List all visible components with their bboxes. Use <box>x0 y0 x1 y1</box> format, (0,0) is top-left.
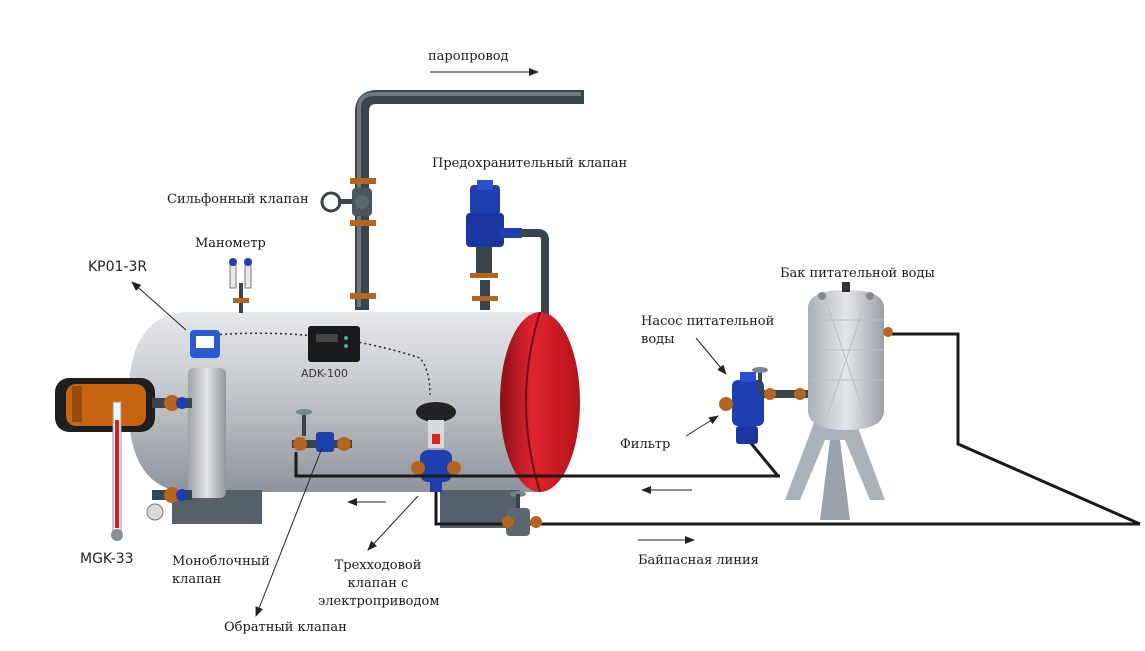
label-bellows-valve: Сильфонный клапан <box>167 192 309 207</box>
label-threeway-2: клапан с <box>347 576 409 591</box>
three-way-valve <box>411 402 461 492</box>
label-kp01: KP01-3R <box>88 259 148 275</box>
label-safety-valve: Предохранительный клапан <box>432 156 628 171</box>
burner <box>55 378 155 432</box>
label-check-valve: Обратный клапан <box>224 620 347 635</box>
steam-pipe <box>350 90 584 310</box>
manometer <box>229 258 252 313</box>
label-threeway-3: электроприводом <box>318 594 440 609</box>
label-bypass: Байпасная линия <box>638 553 759 568</box>
label-manometer: Манометр <box>195 236 266 251</box>
label-feedwater-tank: Бак питательной воды <box>780 266 935 281</box>
level-gauge <box>111 401 164 541</box>
label-steam-line: паропровод <box>428 49 509 64</box>
check-valve <box>292 409 352 452</box>
feedwater-tank <box>785 282 893 520</box>
water-column <box>152 368 226 503</box>
boiler-body <box>128 311 580 528</box>
label-adk: ADK-100 <box>301 367 349 380</box>
label-threeway-1: Трехходовой <box>334 558 422 573</box>
adk-controller <box>308 326 360 362</box>
annotation-arrows <box>131 68 727 617</box>
label-monoblock-1: Моноблочный <box>172 554 270 569</box>
label-mgk: MGK-33 <box>80 551 134 567</box>
label-monoblock-2: клапан <box>172 572 222 587</box>
bellows-valve <box>320 188 372 216</box>
label-feed-pump-2: воды <box>641 332 675 347</box>
kp01-device <box>190 330 220 358</box>
safety-valve <box>466 180 549 318</box>
label-feed-pump-1: Насос питательной <box>641 314 775 329</box>
feed-pipes <box>294 332 1141 536</box>
feed-pump <box>719 367 808 444</box>
label-filter: Фильтр <box>620 437 671 452</box>
